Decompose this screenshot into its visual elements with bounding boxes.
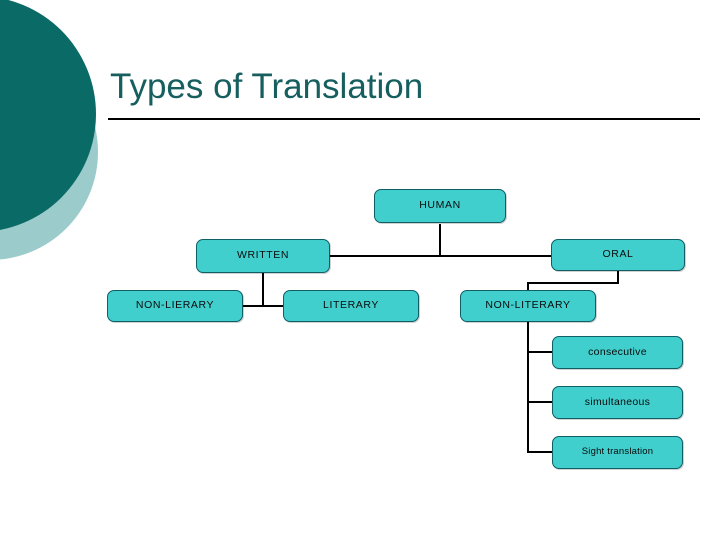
node-consecutive[interactable]: consecutive bbox=[552, 336, 683, 369]
connector-nonliterary-spine bbox=[527, 321, 529, 452]
node-sight-translation-label: Sight translation bbox=[581, 446, 654, 458]
node-literary-label: LITERARY bbox=[323, 299, 379, 312]
connector-oral-stem bbox=[617, 270, 619, 283]
node-non-lierary[interactable]: NON-LIERARY bbox=[107, 290, 243, 322]
connector-branch-simultaneous bbox=[527, 401, 553, 403]
connector-branch-sight-translation bbox=[527, 451, 553, 453]
connector-written-children-bar bbox=[242, 305, 284, 307]
connector-human-stem bbox=[439, 224, 441, 256]
node-oral[interactable]: ORAL bbox=[551, 239, 685, 271]
node-human[interactable]: HUMAN bbox=[374, 189, 506, 223]
connector-oral-to-nonliterary-bar bbox=[527, 282, 619, 284]
node-written-label: WRITTEN bbox=[236, 249, 290, 262]
connector-nonliterary-drop bbox=[527, 282, 529, 292]
node-non-lierary-label: NON-LIERARY bbox=[135, 299, 215, 312]
connector-written-stem bbox=[262, 273, 264, 306]
page-title: Types of Translation bbox=[110, 67, 424, 106]
node-consecutive-label: consecutive bbox=[588, 345, 647, 358]
connector-branch-consecutive bbox=[527, 351, 553, 353]
node-non-literary[interactable]: NON-LITERARY bbox=[460, 290, 596, 322]
node-written[interactable]: WRITTEN bbox=[196, 239, 330, 273]
node-simultaneous[interactable]: simultaneous bbox=[552, 386, 683, 419]
node-simultaneous-label: simultaneous bbox=[584, 395, 651, 408]
node-literary[interactable]: LITERARY bbox=[283, 290, 419, 322]
node-oral-label: ORAL bbox=[602, 248, 634, 261]
node-sight-translation[interactable]: Sight translation bbox=[552, 436, 683, 469]
title-divider bbox=[108, 118, 700, 120]
node-human-label: HUMAN bbox=[419, 199, 461, 212]
connector-written-oral-bar bbox=[329, 255, 552, 257]
node-non-literary-label: NON-LITERARY bbox=[485, 299, 571, 312]
